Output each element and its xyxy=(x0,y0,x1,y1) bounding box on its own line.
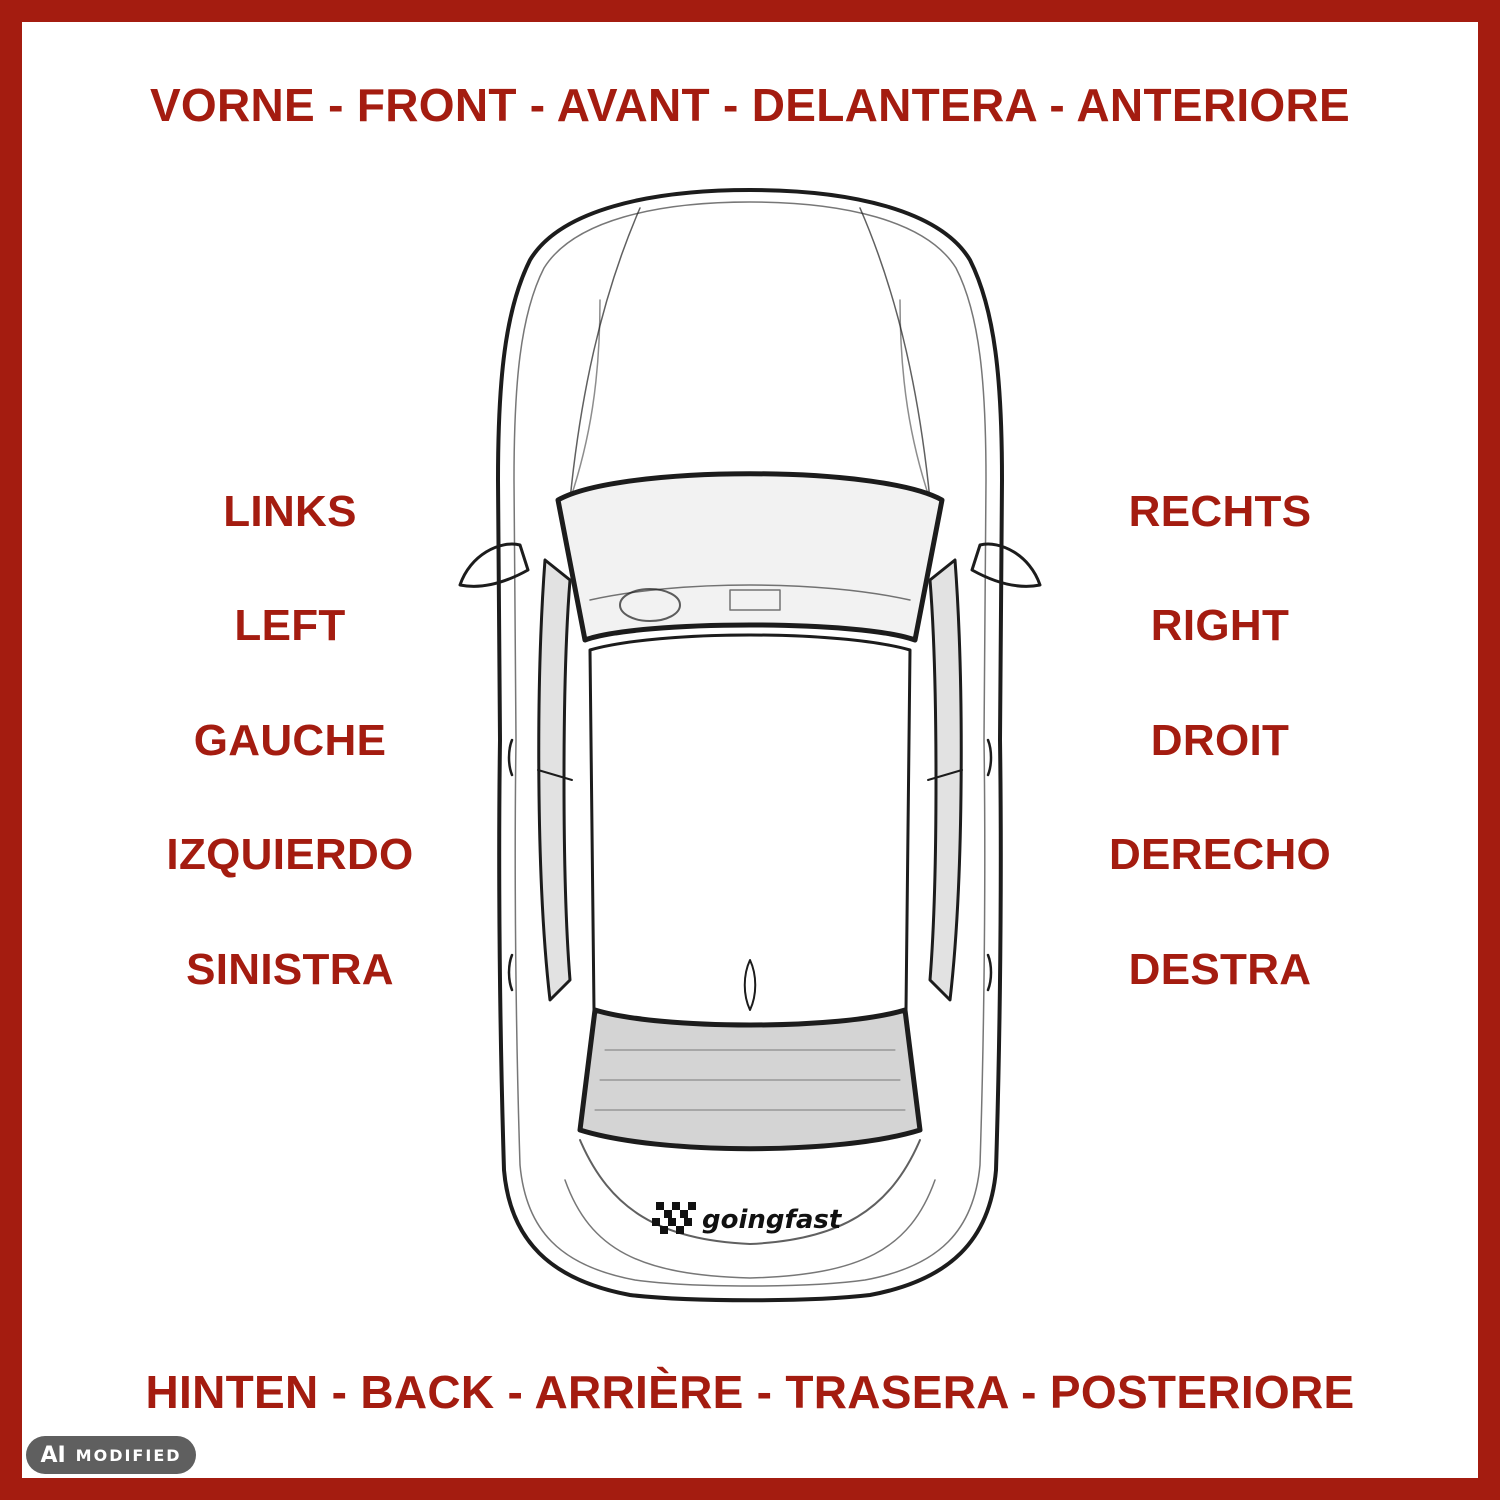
right-label-de: RECHTS xyxy=(1128,487,1312,536)
left-side-windows xyxy=(537,558,572,1002)
right-side-windows xyxy=(928,558,963,1002)
ai-modified-badge: AI MODIFIED xyxy=(26,1436,196,1474)
rear-window xyxy=(577,1007,923,1152)
badge-ai-text: AI xyxy=(40,1442,66,1468)
right-label-en: RIGHT xyxy=(1150,601,1290,650)
front-label: VORNE - FRONT - AVANT - DELANTERA - ANTE… xyxy=(149,79,1351,131)
roof-antenna xyxy=(743,959,757,1011)
checkered-flag-icon xyxy=(652,1202,696,1234)
goingfast-logo-text: goingfast xyxy=(702,1205,843,1235)
right-label-fr: DROIT xyxy=(1150,716,1290,765)
back-label: HINTEN - BACK - ARRIÈRE - TRASERA - POST… xyxy=(145,1366,1355,1418)
car-body-outline xyxy=(496,188,1004,1303)
right-mirror xyxy=(970,542,1042,588)
left-mirror xyxy=(458,542,530,588)
car-top-view-illustration: goingfast xyxy=(458,188,1042,1303)
left-label-it: SINISTRA xyxy=(186,945,394,994)
left-label-de: LINKS xyxy=(223,487,357,536)
left-label-es: IZQUIERDO xyxy=(166,830,414,879)
left-label-en: LEFT xyxy=(234,601,346,650)
right-label-es: DERECHO xyxy=(1108,830,1332,879)
windshield xyxy=(555,471,945,643)
left-label-fr: GAUCHE xyxy=(193,716,387,765)
roof xyxy=(588,633,912,1027)
badge-modified-text: MODIFIED xyxy=(75,1445,182,1465)
right-label-it: DESTRA xyxy=(1128,945,1312,994)
